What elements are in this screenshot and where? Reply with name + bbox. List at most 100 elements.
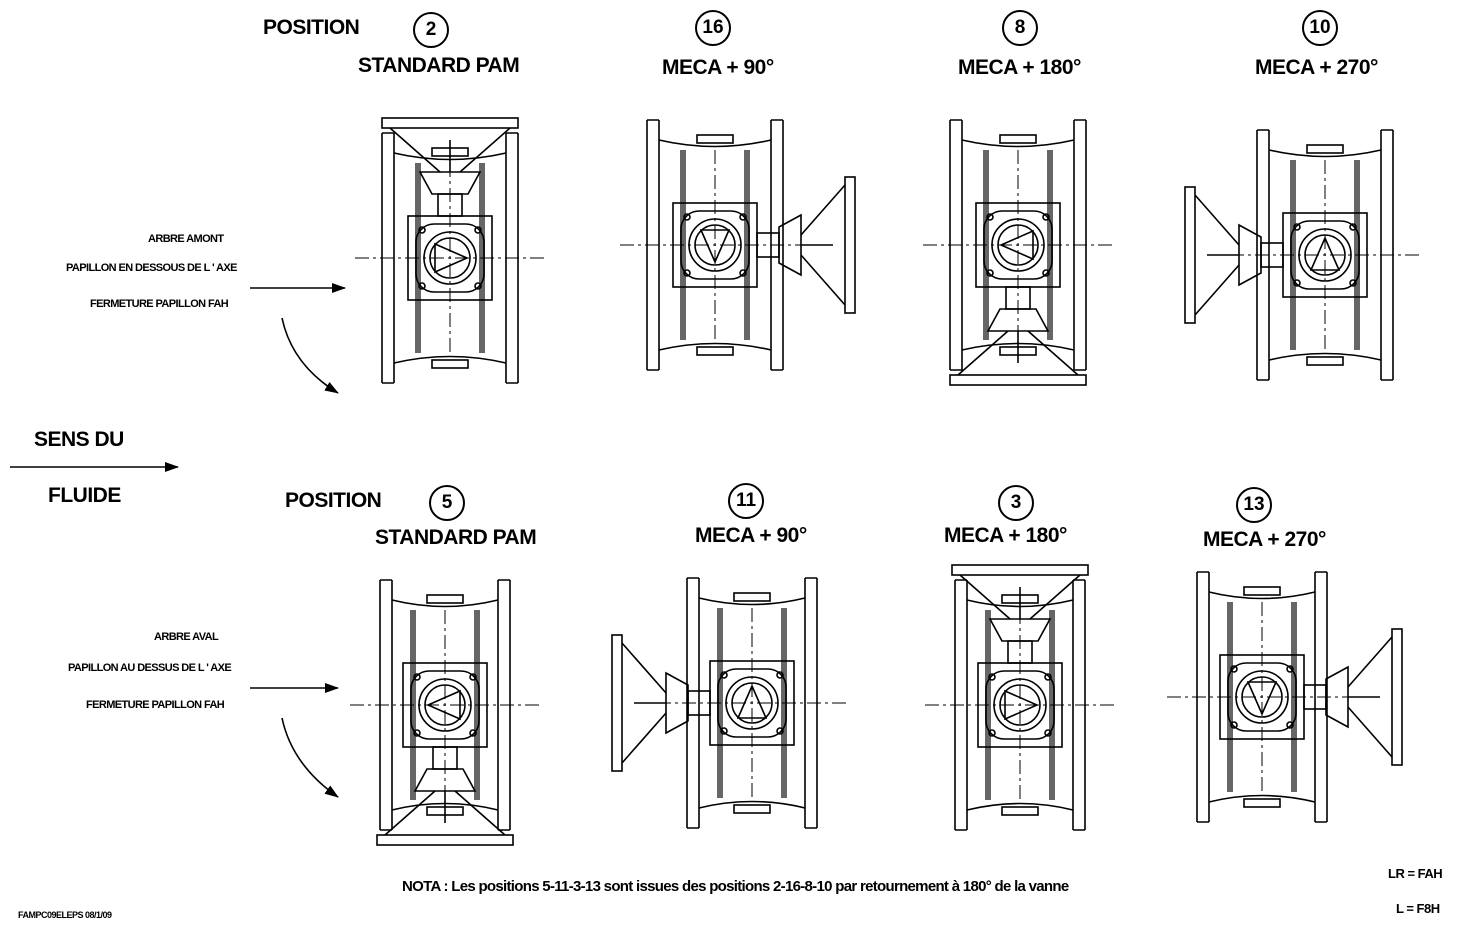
valve-label-2: STANDARD PAM: [358, 54, 520, 77]
valve-label-13: MECA + 270°: [1203, 528, 1326, 551]
valve-body: [1268, 149, 1382, 361]
row1-position-word: POSITION: [263, 16, 360, 39]
body-tab: [733, 804, 771, 814]
valve-position-11: [611, 577, 847, 829]
handwheel-spokes: [957, 330, 1079, 376]
bolt: [1044, 673, 1052, 681]
valve-body: [1208, 591, 1316, 803]
flow-label-line1: SENS DU: [34, 428, 124, 451]
valve-body: [658, 139, 772, 351]
row2-curved-arrow: [281, 717, 339, 798]
position-number-10: 10: [1302, 10, 1338, 46]
bolt: [418, 226, 426, 234]
handwheel-rim: [381, 117, 519, 129]
row2-note-2: PAPILLON AU DESSUS DE L ' AXE: [68, 662, 232, 674]
position-number-5: 5: [429, 485, 465, 521]
bolt: [1044, 729, 1052, 737]
handwheel-spokes: [1347, 636, 1393, 758]
row2-note-3: FERMETURE PAPILLON FAH: [86, 699, 225, 711]
bolt: [988, 673, 996, 681]
actuator-cover: [983, 210, 1053, 280]
handwheel-spokes: [959, 574, 1081, 620]
handwheel-spokes: [384, 790, 506, 836]
position-number-3: 3: [998, 485, 1034, 521]
row2-position-word: POSITION: [285, 489, 382, 512]
gearbox-assembly: [611, 634, 711, 772]
handwheel-rim: [949, 374, 1087, 386]
actuator-dial-inner: [694, 224, 736, 266]
actuator-cover: [985, 670, 1055, 740]
bolt: [418, 282, 426, 290]
indicator-triangle: [1246, 681, 1278, 716]
actuator-dial-inner: [1304, 234, 1346, 276]
bolt: [776, 727, 784, 735]
actuator-cover: [415, 223, 485, 293]
indicator-triangle: [999, 229, 1034, 261]
bolt: [1293, 223, 1301, 231]
bolt: [469, 729, 477, 737]
position-indicator: [999, 229, 1034, 261]
bolt: [413, 729, 421, 737]
position-number-8: 8: [1002, 10, 1038, 46]
legend-lr: LR = FAH: [1388, 866, 1443, 881]
actuator-dial: [688, 218, 742, 272]
valve-position-8: [923, 119, 1113, 386]
valve-position-5: [350, 579, 540, 846]
handwheel-rim: [951, 564, 1089, 576]
indicator-triangle: [426, 689, 461, 721]
valve-label-5: STANDARD PAM: [375, 526, 537, 549]
indicator-triangle: [1004, 689, 1039, 721]
valve-position-16: [620, 119, 856, 371]
row1-note-3: FERMETURE PAPILLON FAH: [90, 298, 229, 310]
actuator-cover: [717, 668, 787, 738]
body-tab: [999, 134, 1037, 144]
position-indicator: [426, 689, 461, 721]
body-tab: [696, 346, 734, 356]
bolt: [1230, 721, 1238, 729]
actuator-dial: [423, 231, 477, 285]
body-tab: [1001, 806, 1039, 816]
gearbox-assembly: [1303, 628, 1403, 766]
bolt: [1286, 665, 1294, 673]
gearbox-assembly: [951, 564, 1089, 664]
row1-note-2: PAPILLON EN DESSOUS DE L ' AXE: [66, 262, 237, 274]
valve-label-16: MECA + 90°: [662, 56, 774, 79]
actuator-dial: [725, 676, 779, 730]
position-number-16: 16: [695, 10, 731, 46]
row1-note-1: ARBRE AMONT: [148, 233, 224, 245]
body-tab: [431, 359, 469, 369]
bolt: [474, 226, 482, 234]
handwheel-spokes: [800, 184, 846, 306]
bolt: [1349, 279, 1357, 287]
gearbox-assembly: [756, 176, 856, 314]
indicator-triangle: [434, 242, 469, 274]
handwheel-rim: [611, 634, 623, 772]
gearbox-cone: [988, 618, 1052, 642]
body-tab: [1306, 144, 1344, 154]
indicator-triangle: [736, 684, 768, 719]
row2-note-1: ARBRE AVAL: [154, 631, 219, 643]
drawing-reference: FAMPC09ELEPS 08/1/09: [18, 910, 112, 920]
actuator-dial: [418, 678, 472, 732]
bolt: [986, 269, 994, 277]
body-tab: [733, 592, 771, 602]
position-number-2: 2: [413, 12, 449, 48]
gearbox-assembly: [376, 746, 514, 846]
bolt: [986, 213, 994, 221]
handwheel-rim: [376, 834, 514, 846]
gearbox-cone: [986, 308, 1050, 332]
gearbox-assembly: [381, 117, 519, 217]
valve-position-13: [1167, 571, 1403, 823]
valve-label-10: MECA + 270°: [1255, 56, 1378, 79]
bolt: [1230, 665, 1238, 673]
bolt: [683, 213, 691, 221]
actuator-dial: [991, 218, 1045, 272]
bolt: [413, 673, 421, 681]
body-tab: [1243, 798, 1281, 808]
gearbox-cone: [1238, 223, 1262, 287]
valve-position-10: [1184, 129, 1420, 381]
handwheel-spokes: [1194, 194, 1240, 316]
indicator-triangle: [1309, 236, 1341, 271]
body-tab: [426, 594, 464, 604]
bolt: [739, 213, 747, 221]
